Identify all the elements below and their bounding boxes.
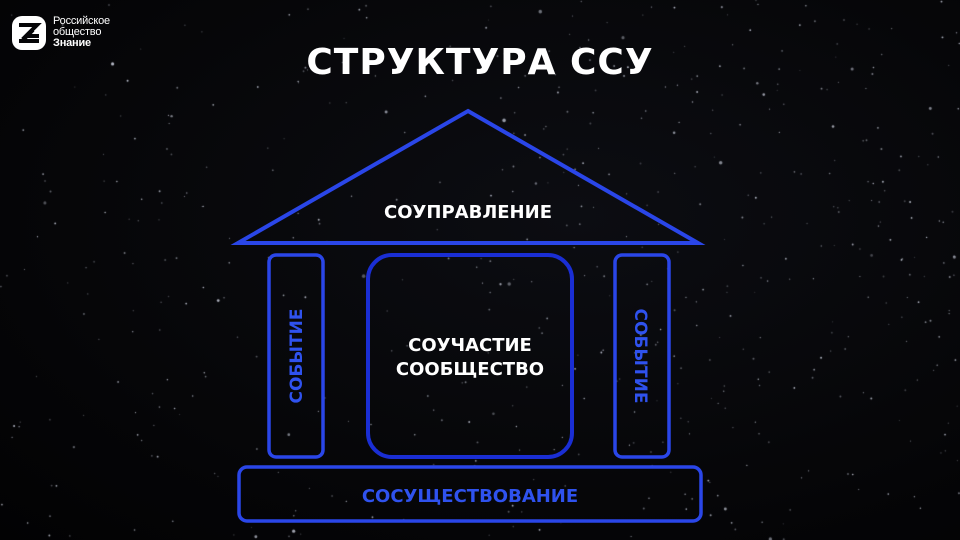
right-pillar	[613, 253, 671, 459]
center-label-line-2: СООБЩЕСТВО	[396, 359, 544, 380]
center-label-line-1: СОУЧАСТИЕ	[408, 335, 532, 356]
slide-title: СТРУКТУРА ССУ	[306, 42, 654, 83]
center-block	[366, 253, 574, 459]
znanie-logo-icon	[12, 16, 46, 50]
right-pillar-label: СОБЫТИЕ	[630, 309, 650, 404]
logo-line-1: Российское	[53, 15, 110, 27]
base-label: СОСУЩЕСТВОВАНИЕ	[362, 486, 578, 507]
left-pillar	[267, 253, 325, 459]
roof-triangle	[230, 108, 706, 245]
roof-label: СОУПРАВЛЕНИЕ	[384, 202, 552, 223]
left-pillar-label: СОБЫТИЕ	[287, 309, 307, 404]
base-block	[237, 465, 703, 523]
logo-text: Российское общество Знание	[53, 16, 110, 49]
logo: Российское общество Знание	[11, 15, 110, 51]
logo-line-3: Знание	[53, 37, 91, 49]
logo-line-2: общество	[53, 26, 102, 38]
